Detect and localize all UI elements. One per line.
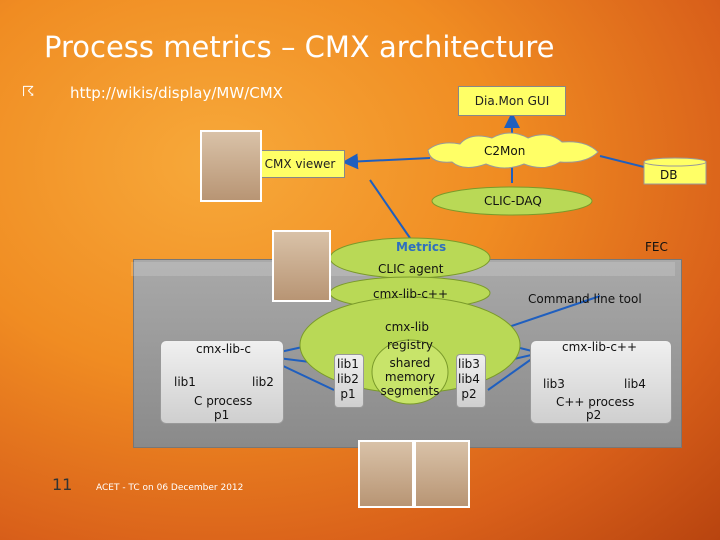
viewer-to-metrics-line bbox=[369, 179, 411, 239]
db-label: DB bbox=[660, 168, 678, 182]
middle-left-p1: p1 bbox=[340, 387, 356, 401]
middle-left-lib1: lib1 bbox=[337, 357, 359, 371]
middle-right-p2: p2 bbox=[461, 387, 477, 401]
registry-line-2: memory bbox=[384, 370, 436, 384]
command-line-tool-label: Command line tool bbox=[528, 292, 642, 306]
cmx-lib-label: cmx-lib bbox=[385, 320, 430, 334]
cmx-lib-cpp-label: cmx-lib-c++ bbox=[373, 287, 449, 301]
fec-label: FEC bbox=[645, 240, 668, 254]
cpp-lib4-label: lib4 bbox=[624, 377, 646, 391]
c2mon-label: C2Mon bbox=[484, 144, 526, 158]
c-process-pid: p1 bbox=[214, 408, 230, 422]
avatar-photo-3 bbox=[358, 440, 414, 508]
cmx-lib-c-label: cmx-lib-c bbox=[196, 342, 251, 356]
middle-right-list: lib3 lib4 p2 bbox=[458, 357, 480, 402]
cpp-process-label: C++ process bbox=[556, 395, 635, 409]
cmx-lib-cpp-right-label: cmx-lib-c++ bbox=[562, 340, 638, 354]
clic-daq-label: CLIC-DAQ bbox=[484, 194, 542, 208]
c2mon-to-db-line bbox=[599, 155, 649, 169]
c-process-box bbox=[160, 340, 284, 424]
bullet-icon: ☈ bbox=[22, 84, 35, 100]
cpp-process-box bbox=[530, 340, 672, 424]
slide-title: Process metrics – CMX architecture bbox=[44, 30, 555, 64]
page-number: 11 bbox=[52, 475, 73, 494]
c-process-label: C process bbox=[194, 394, 253, 408]
cpp-lib3-label: lib3 bbox=[543, 377, 565, 391]
cmx-viewer-box: CMX viewer bbox=[255, 150, 345, 178]
footer-text: ACET - TC on 06 December 2012 bbox=[96, 483, 244, 493]
avatar-photo-1 bbox=[200, 130, 262, 202]
middle-left-box bbox=[334, 354, 364, 408]
registry-line-1: shared bbox=[389, 356, 431, 370]
c-lib1-label: lib1 bbox=[174, 375, 196, 389]
cpp-process-pid: p2 bbox=[586, 408, 602, 422]
registry-title: registry bbox=[387, 338, 433, 352]
c-lib2-label: lib2 bbox=[252, 375, 274, 389]
avatar-photo-4 bbox=[414, 440, 470, 508]
middle-right-box bbox=[456, 354, 486, 408]
c2mon-cloud bbox=[427, 132, 599, 169]
clic-agent-label: CLIC agent bbox=[378, 262, 444, 276]
clic-daq-oval bbox=[431, 186, 593, 216]
middle-right-lib4: lib4 bbox=[458, 372, 480, 386]
db-cylinder bbox=[643, 157, 707, 185]
avatar-photo-2 bbox=[272, 230, 331, 302]
registry-line-3: segments bbox=[380, 384, 440, 398]
diamon-gui-box: Dia.Mon GUI bbox=[458, 86, 566, 116]
middle-left-list: lib1 lib2 p1 bbox=[337, 357, 359, 402]
registry-oval bbox=[371, 339, 449, 405]
registry-body: shared memory segments bbox=[376, 356, 444, 398]
metrics-label: Metrics bbox=[396, 240, 447, 254]
wiki-url[interactable]: http://wikis/display/MW/CMX bbox=[70, 84, 283, 102]
middle-right-lib3: lib3 bbox=[458, 357, 480, 371]
c2mon-to-viewer-line bbox=[342, 153, 431, 170]
middle-left-lib2: lib2 bbox=[337, 372, 359, 386]
